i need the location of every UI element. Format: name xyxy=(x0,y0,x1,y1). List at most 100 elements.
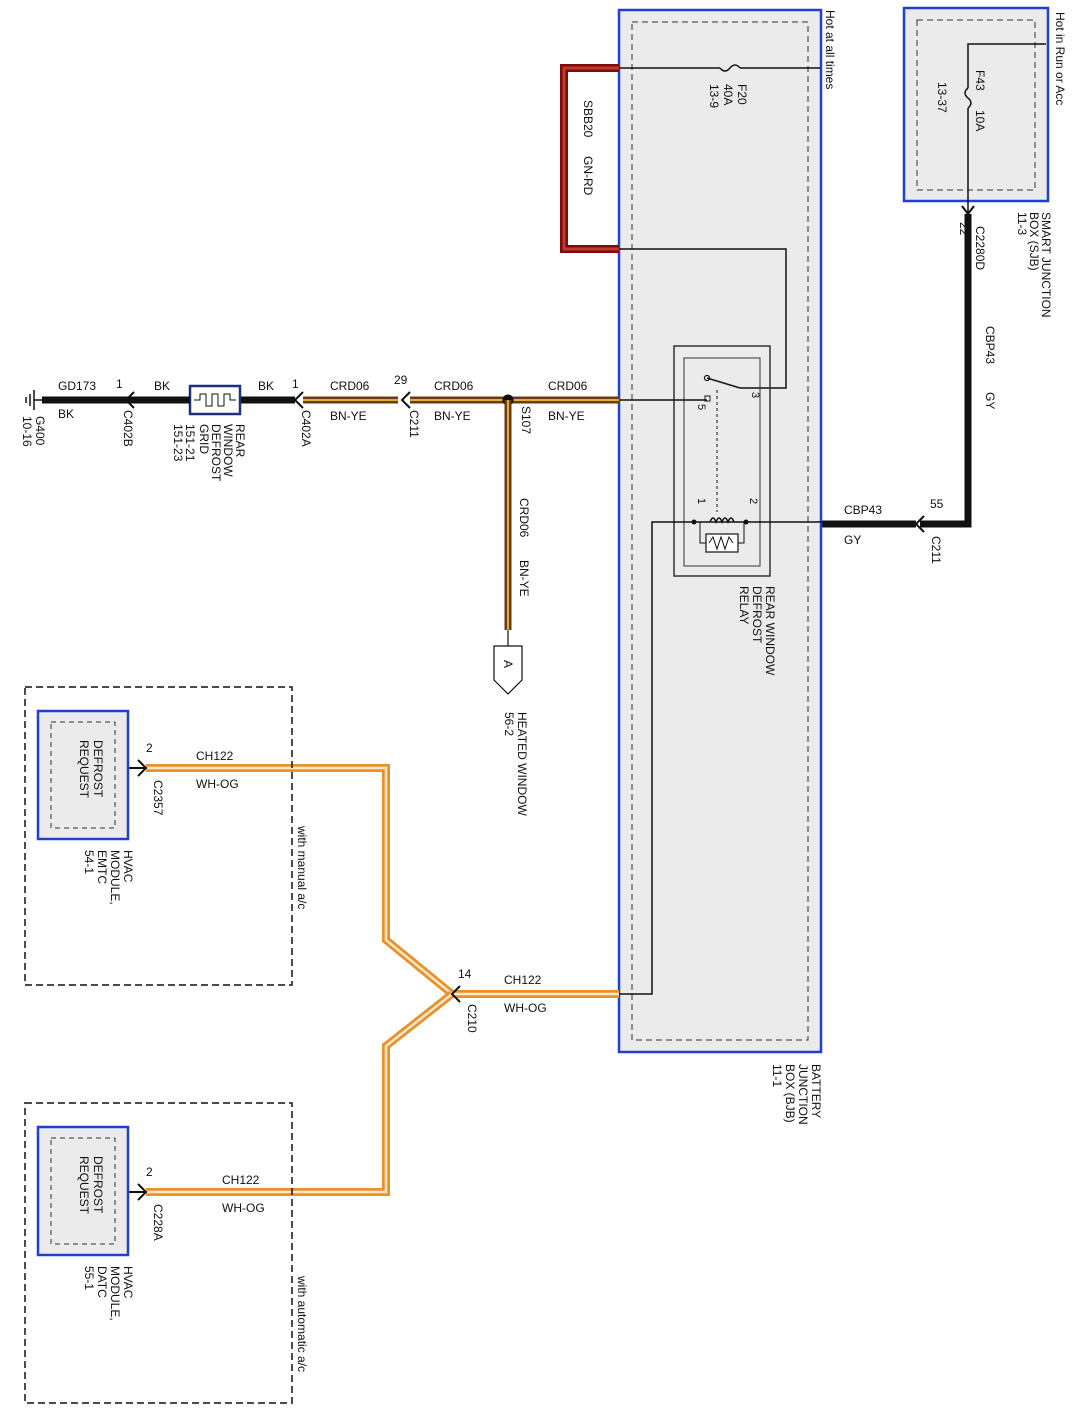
crd06-b-color: BN-YE xyxy=(434,409,471,423)
ch122-c210-color: WH-OG xyxy=(504,1001,547,1015)
sbb20-color: GN-RD xyxy=(581,156,595,196)
bk-b-label: BK xyxy=(154,379,170,393)
sjb-power-label: Hot in Run or Acc xyxy=(1053,12,1067,105)
ground-ref: 10-16 xyxy=(20,416,34,447)
grid-ref1: 151-21 xyxy=(183,424,197,462)
defrost-grid-icon xyxy=(194,393,236,407)
bjb-name-ref: 11-1 xyxy=(770,1064,784,1087)
auto-hvac-name3: DATC xyxy=(95,1266,109,1298)
fuse-f43-rating: 10A xyxy=(973,110,987,131)
cbp43-horizontal-circuit: CBP43 xyxy=(844,503,882,517)
manual-hvac-ref: 54-1 xyxy=(82,850,96,874)
gd173-color: BK xyxy=(58,407,74,421)
c211-top-label: C211 xyxy=(929,536,943,564)
ch122-c228a-color: WH-OG xyxy=(222,1201,265,1215)
c211-mid-pin: 29 xyxy=(394,373,408,387)
sjb-inner-outline xyxy=(916,19,1036,191)
c210-pin: 14 xyxy=(458,967,472,981)
c402a-pin: 1 xyxy=(292,377,299,391)
crd06-c-color: BN-YE xyxy=(330,409,367,423)
manual-hvac-inner xyxy=(50,721,116,829)
relay-pin3-feed xyxy=(619,248,787,389)
manual-ac-option-box xyxy=(24,686,293,986)
relay-pin5-label: 5 xyxy=(695,404,707,410)
bjb-outline xyxy=(617,8,823,1054)
auto-box-line2: REQUEST xyxy=(77,1156,91,1215)
grid-ref2: 151-23 xyxy=(171,424,185,462)
crd06-a-color: BN-YE xyxy=(548,409,585,423)
bjb-name-line2: JUNCTION xyxy=(796,1064,810,1125)
auto-hvac-name1: HVAC xyxy=(121,1266,135,1299)
manual-ac-option-label: with manual a/c xyxy=(295,825,309,909)
heated-window-name: HEATED WINDOW xyxy=(515,712,529,816)
ground-g400-icon xyxy=(25,390,42,410)
crd06-down-circuit: CRD06 xyxy=(517,498,531,538)
c2357-pin: 2 xyxy=(146,741,153,755)
fuse-f20-rating: 40A xyxy=(721,84,735,105)
bjb-power-label: Hot at all times xyxy=(823,10,837,89)
c228a-pin: 2 xyxy=(146,1165,153,1179)
ch122-c2357-color: WH-OG xyxy=(196,777,239,791)
manual-hvac-outline xyxy=(36,709,130,841)
heated-window-reference-icon xyxy=(493,645,523,695)
ch122-c210-circuit: CH122 xyxy=(504,973,542,987)
crd06-down-color: BN-YE xyxy=(517,560,531,597)
ch122-c2357-circuit: CH122 xyxy=(196,749,234,763)
c211-pin29-icon xyxy=(400,391,411,409)
manual-hvac-name3: EMTC xyxy=(95,850,109,884)
manual-hvac-name1: HVAC xyxy=(121,850,135,883)
crd06-horizontal-run xyxy=(293,391,619,695)
fuse-f20-name: F20 xyxy=(735,84,749,105)
ground-name: G400 xyxy=(33,416,47,446)
c210-pin-icon xyxy=(450,985,461,1003)
auto-hvac-inner xyxy=(50,1137,116,1245)
sbb20-circuit: SBB20 xyxy=(581,100,595,138)
c211-top-pin: 55 xyxy=(930,497,944,511)
relay-resistor-icon xyxy=(708,535,734,551)
relay-resistor-box xyxy=(705,533,739,553)
relay-name-line3: RELAY xyxy=(737,586,751,624)
bjb-inner-outline xyxy=(631,21,809,1041)
relay-pin1-wire xyxy=(619,521,694,995)
ch122-auto-outer xyxy=(146,990,455,1196)
bk-a-label: BK xyxy=(258,379,274,393)
defrost-grid-box xyxy=(188,384,242,416)
c2357-pin-icon xyxy=(137,759,148,777)
c402a-pin-icon xyxy=(293,391,304,409)
c210-label: C210 xyxy=(465,1004,479,1033)
crd06-a-circuit: CRD06 xyxy=(548,379,588,393)
grid-name-line3: DEFROST xyxy=(209,424,223,482)
cbp43-horizontal-color: GY xyxy=(844,533,861,547)
relay-inner-box xyxy=(683,357,761,567)
splice-s107-label: S107 xyxy=(519,406,533,434)
auto-hvac-name2: MODULE, xyxy=(108,1266,122,1321)
crd06-c-circuit: CRD06 xyxy=(330,379,370,393)
relay-pin1-label: 1 xyxy=(695,498,707,504)
crd06-b-circuit: CRD06 xyxy=(434,379,474,393)
c211-mid-label: C211 xyxy=(407,410,421,438)
gd173-circuit: GD173 xyxy=(58,379,96,393)
fuse-f43-name: F43 xyxy=(973,70,987,91)
sjb-outline xyxy=(902,6,1050,203)
bjb-name-line3: BOX (BJB) xyxy=(783,1064,797,1123)
sjb-feed-wire xyxy=(967,43,1046,88)
sjb-name-ref: 11-3 xyxy=(1015,212,1029,235)
ch122-manual-inner xyxy=(146,766,619,996)
auto-box-line1: DEFROST xyxy=(91,1156,105,1214)
manual-box-line1: DEFROST xyxy=(91,740,105,798)
relay-switch-arm-icon xyxy=(706,377,741,389)
manual-box-line2: REQUEST xyxy=(77,740,91,799)
ch122-harness xyxy=(118,759,619,1201)
grid-name-line2: WINDOW xyxy=(221,424,235,477)
manual-hvac-name2: MODULE, xyxy=(108,850,122,905)
ch122-auto-inner xyxy=(146,993,453,1194)
auto-ac-option-box xyxy=(24,1102,293,1404)
sjb-name-line2: BOX (SJB) xyxy=(1027,212,1041,271)
sjb-name-line1: SMART JUNCTION xyxy=(1039,212,1053,318)
relay-contact-no xyxy=(704,395,711,402)
c2280d-label: C2280D xyxy=(973,226,987,270)
ch122-manual-outer xyxy=(146,764,619,998)
auto-hvac-outline xyxy=(36,1125,130,1257)
fuse-f20-ref: 13-9 xyxy=(707,84,721,108)
